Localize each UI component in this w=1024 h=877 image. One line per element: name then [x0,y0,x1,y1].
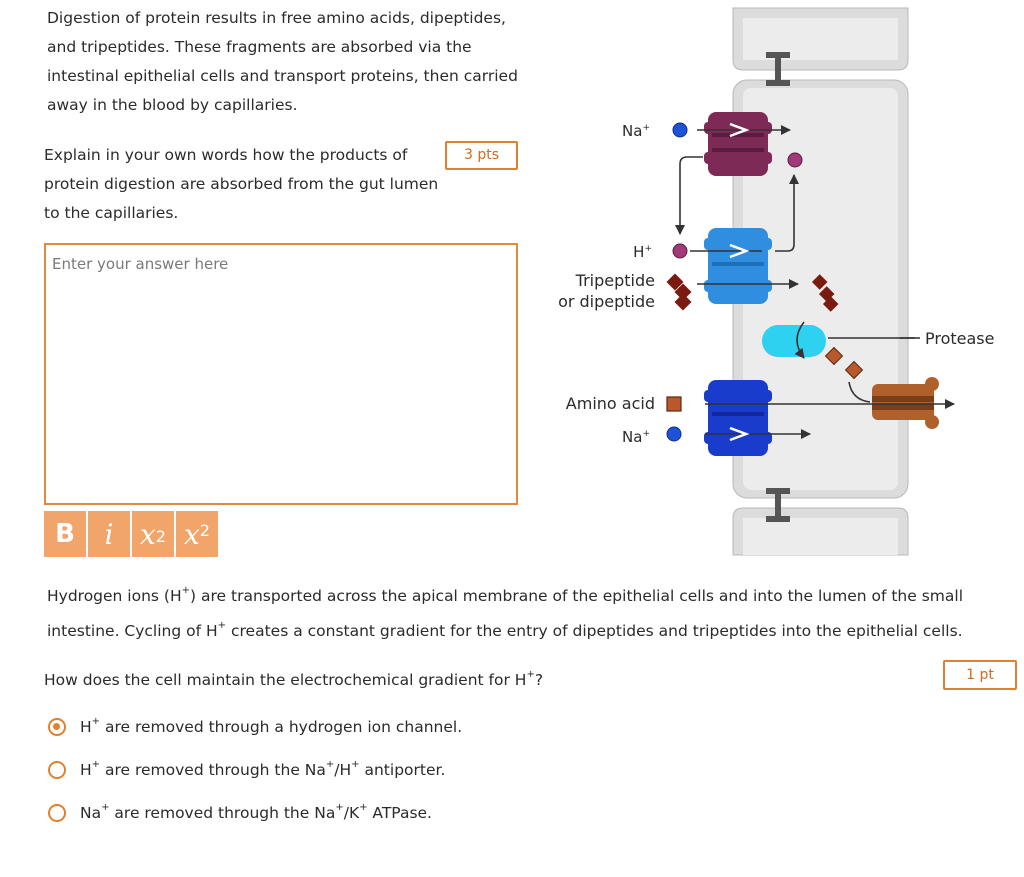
para2-sup-1: + [181,585,191,596]
chevron-right-icon [729,243,750,259]
answer-option-3[interactable]: Na+ are removed through the Na+/K+ ATPas… [48,802,432,823]
question-2-sup: + [526,669,535,680]
protease-enzyme [762,325,826,357]
na-bottom-label: Na+ [622,428,650,446]
question-2-prompt: How does the cell maintain the electroch… [44,663,543,694]
para2-text-3: creates a constant gradient for the entr… [226,622,963,641]
hydrogen-cycling-paragraph: Hydrogen ions (H+) are transported acros… [47,577,1022,647]
tight-junction-bottom [766,488,790,522]
chevron-right-icon [729,426,750,442]
tripeptide-icon [666,273,692,311]
tripeptide-label-line1: Tripeptide [575,271,655,290]
radio-button[interactable] [48,804,66,823]
radio-button[interactable] [48,761,66,780]
answer-option-1[interactable]: H+ are removed through a hydrogen ion ch… [48,716,463,737]
italic-button[interactable]: i [88,511,132,557]
tripeptide-label-line2: or dipeptide [558,292,655,311]
option-3-label: Na+ are removed through the Na+/K+ ATPas… [80,802,432,823]
question-1-prompt: Explain in your own words how the produc… [44,146,439,222]
para2-sup-2: + [217,620,227,632]
h-ion-icon [672,243,688,259]
question-2-text: How does the cell maintain the electroch… [44,671,527,690]
option-1-label: H+ are removed through a hydrogen ion ch… [80,716,463,737]
bold-button[interactable]: B [44,511,88,557]
amino-acid-icon [666,396,682,412]
amino-acid-fragment-icon [824,346,864,380]
epithelial-transport-diagram: Na+ H+ Tripeptide or dipeptide Protease … [558,7,994,556]
intro-paragraph: Digestion of protein results in free ami… [47,9,518,114]
answer-option-2[interactable]: H+ are removed through the Na+/H+ antipo… [48,759,446,780]
answer-textarea[interactable] [44,243,518,505]
subscript-mark: 2 [155,526,166,546]
chevron-right-icon [729,122,750,138]
epithelial-cell [732,7,909,556]
na-h-antiporter [704,112,772,176]
italic-glyph: i [104,517,114,551]
peptide-transporter [704,228,772,304]
h-label: H+ [633,243,652,261]
option-2-label: H+ are removed through the Na+/H+ antipo… [80,759,446,780]
question-2-end: ? [534,671,544,690]
protease-label: Protease [925,329,994,348]
na-ion-icon [666,426,682,442]
para2-text-1: Hydrogen ions (H [47,587,182,606]
subscript-base: x [140,517,156,551]
question-2-points-badge: 1 pt [943,660,1017,690]
basolateral-transporter [872,377,939,429]
amino-acid-transporter [704,380,772,456]
na-ion-icon [672,122,688,138]
na-top-label: Na+ [622,122,650,140]
para2-text-2: ) are transported across the apical memb… [47,587,963,641]
tight-junction-top [766,52,790,86]
superscript-base: x [184,517,200,551]
radio-button-selected[interactable] [48,718,66,737]
superscript-mark: 2 [199,520,210,540]
bold-glyph: B [55,519,75,549]
amino-acid-label: Amino acid [566,394,655,413]
question-1-points-badge: 3 pts [445,141,518,170]
h-ion-icon [787,152,803,168]
